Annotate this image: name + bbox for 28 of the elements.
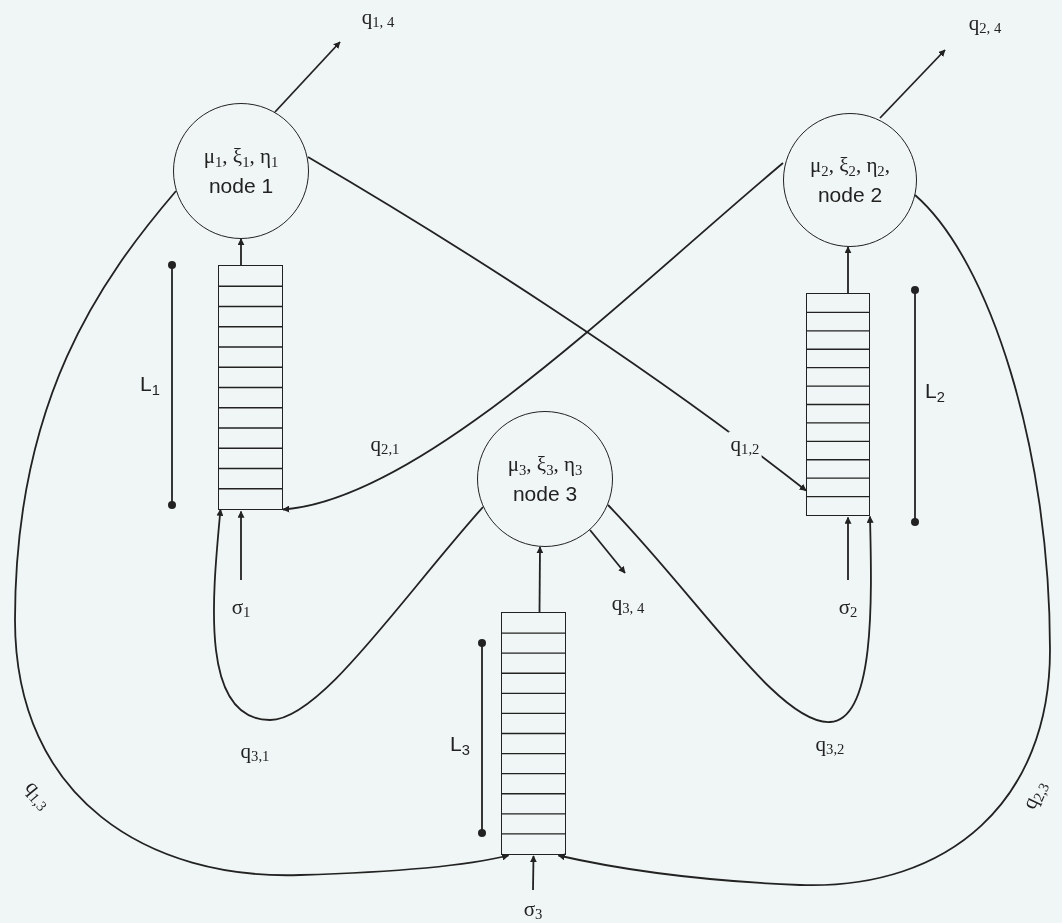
dimension-label: L$_{1}$: [140, 372, 160, 398]
arrow: [529, 855, 537, 891]
arrow: [14, 190, 510, 876]
node-label: node 2: [817, 182, 883, 207]
arrow: [589, 529, 626, 574]
arrow: [844, 516, 852, 581]
node-label: node 3: [512, 481, 578, 506]
arrow: [237, 510, 245, 581]
arrow: [607, 504, 874, 723]
queue-buffer: [806, 293, 870, 516]
node-label: node 1: [208, 173, 274, 198]
dimension-label: L$_{2}$: [925, 379, 945, 405]
arrow: [213, 506, 484, 721]
arrow: [274, 41, 341, 113]
arrow: [307, 156, 807, 492]
arrow: [879, 49, 946, 119]
queue-buffer: [218, 265, 283, 510]
arrow: [282, 162, 784, 512]
arrow: [844, 246, 852, 294]
parameter-text: μ$_{3}$, ξ$_{3}$, η$_{3}$: [507, 452, 583, 480]
parameter-text: μ$_{2}$, ξ$_{2}$, η$_{2}$,: [810, 153, 890, 181]
arrow: [557, 194, 1051, 886]
queue-buffer: [501, 612, 566, 855]
dimension-label: L$_{3}$: [450, 732, 470, 758]
edge-label: q$_{1,2}$: [728, 431, 762, 459]
parameter-text: μ$_{1}$, ξ$_{1}$, η$_{1}$: [203, 144, 279, 172]
arrow: [536, 546, 544, 613]
arrow: [237, 238, 245, 266]
